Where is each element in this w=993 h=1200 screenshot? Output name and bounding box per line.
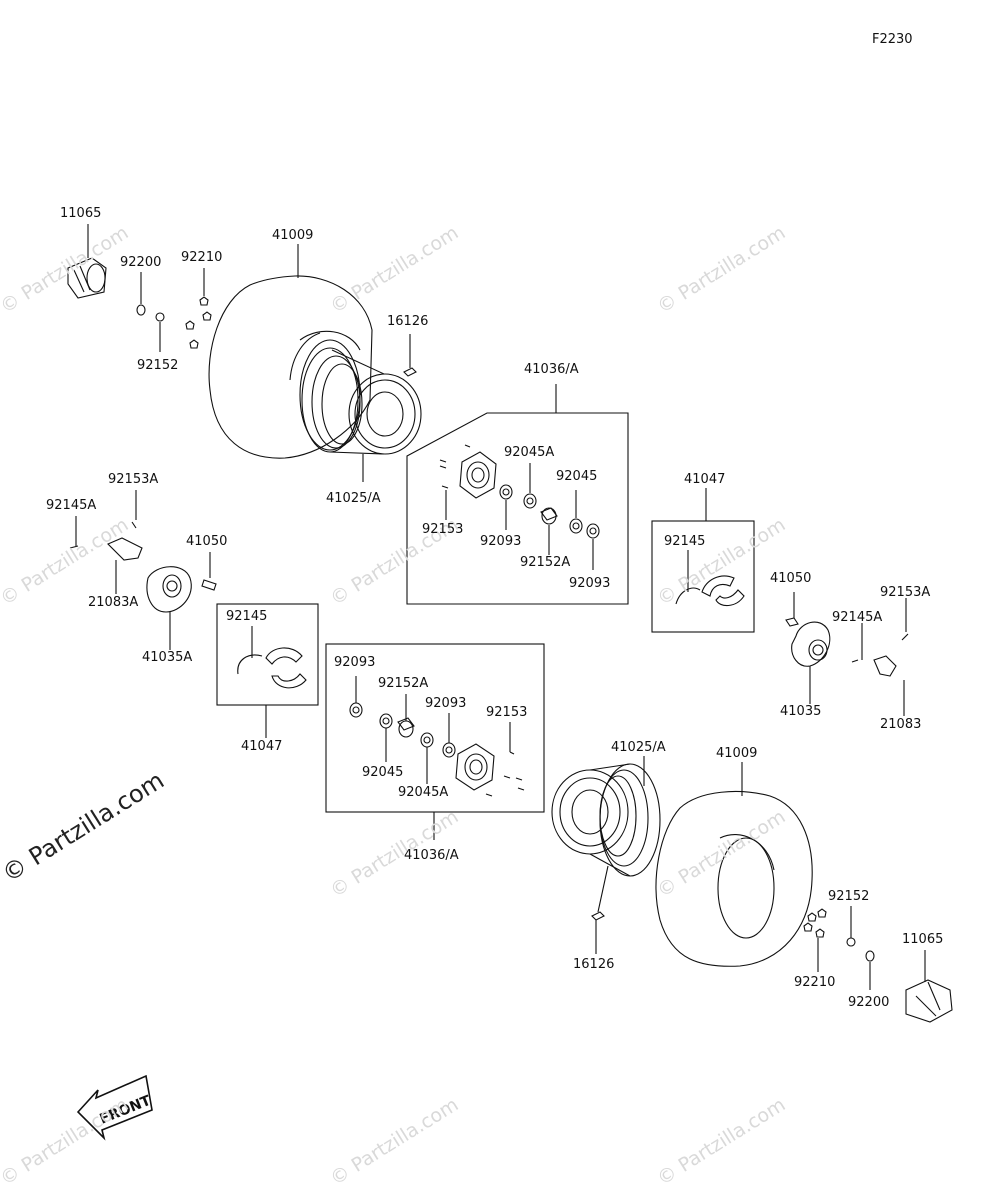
part-label-92045A[interactable]: 92045A <box>504 445 555 460</box>
part-label-92153[interactable]: 92153 <box>422 522 464 537</box>
part-label-92045[interactable]: 92045 <box>556 469 598 484</box>
part-label-92145[interactable]: 92145 <box>664 534 706 549</box>
part-label-21083A[interactable]: 21083A <box>88 595 139 610</box>
box-41047-right <box>651 520 755 633</box>
part-label-41009[interactable]: 41009 <box>716 746 758 761</box>
part-label-92200[interactable]: 92200 <box>848 995 890 1010</box>
brake-shoes-right <box>675 575 745 607</box>
part-label-16126[interactable]: 16126 <box>573 957 615 972</box>
part-label-41050[interactable]: 41050 <box>770 571 812 586</box>
valve-bottom <box>591 911 605 921</box>
part-label-92093[interactable]: 92093 <box>569 576 611 591</box>
part-label-92152A[interactable]: 92152A <box>520 555 571 570</box>
part-label-41025-A[interactable]: 41025/A <box>611 740 666 755</box>
part-label-92045A[interactable]: 92045A <box>398 785 449 800</box>
part-label-92153A[interactable]: 92153A <box>108 472 159 487</box>
hub-cap-bottom <box>905 979 953 1023</box>
brake-panel-left <box>69 521 217 613</box>
hub-assembly-top <box>439 444 600 539</box>
part-label-41009[interactable]: 41009 <box>272 228 314 243</box>
rim-top <box>301 347 422 455</box>
brake-panel-right <box>785 617 909 677</box>
part-label-92152[interactable]: 92152 <box>828 889 870 904</box>
part-label-92045[interactable]: 92045 <box>362 765 404 780</box>
part-label-11065[interactable]: 11065 <box>902 932 944 947</box>
box-41047-left <box>216 603 319 706</box>
part-label-92145[interactable]: 92145 <box>226 609 268 624</box>
part-label-92200[interactable]: 92200 <box>120 255 162 270</box>
valve-top <box>403 367 417 377</box>
box-41036-top <box>406 412 629 605</box>
part-label-41050[interactable]: 41050 <box>186 534 228 549</box>
box-41036-bottom <box>325 643 545 813</box>
small-parts-bottom <box>803 908 875 962</box>
part-label-41036-A[interactable]: 41036/A <box>404 848 459 863</box>
part-label-92153[interactable]: 92153 <box>486 705 528 720</box>
part-label-92145A[interactable]: 92145A <box>832 610 883 625</box>
part-label-41036-A[interactable]: 41036/A <box>524 362 579 377</box>
part-label-16126[interactable]: 16126 <box>387 314 429 329</box>
part-label-41035A[interactable]: 41035A <box>142 650 193 665</box>
part-label-92093[interactable]: 92093 <box>425 696 467 711</box>
part-label-92210[interactable]: 92210 <box>794 975 836 990</box>
part-label-41047[interactable]: 41047 <box>241 739 283 754</box>
part-label-92152[interactable]: 92152 <box>137 358 179 373</box>
part-label-92152A[interactable]: 92152A <box>378 676 429 691</box>
front-arrow <box>76 1074 153 1141</box>
part-label-92093[interactable]: 92093 <box>334 655 376 670</box>
rim-bottom <box>551 763 661 877</box>
part-label-41035[interactable]: 41035 <box>780 704 822 719</box>
part-label-41047[interactable]: 41047 <box>684 472 726 487</box>
part-label-92153A[interactable]: 92153A <box>880 585 931 600</box>
hub-assembly-bottom <box>349 702 525 797</box>
part-label-92210[interactable]: 92210 <box>181 250 223 265</box>
part-label-92093[interactable]: 92093 <box>480 534 522 549</box>
hub-cap-top <box>67 257 107 299</box>
figure-code: F2230 <box>872 32 913 47</box>
part-label-21083[interactable]: 21083 <box>880 717 922 732</box>
tire-bottom <box>655 791 813 967</box>
part-label-92145A[interactable]: 92145A <box>46 498 97 513</box>
small-parts-top <box>136 296 212 349</box>
brake-shoes-left <box>237 647 307 689</box>
part-label-11065[interactable]: 11065 <box>60 206 102 221</box>
part-label-41025-A[interactable]: 41025/A <box>326 491 381 506</box>
